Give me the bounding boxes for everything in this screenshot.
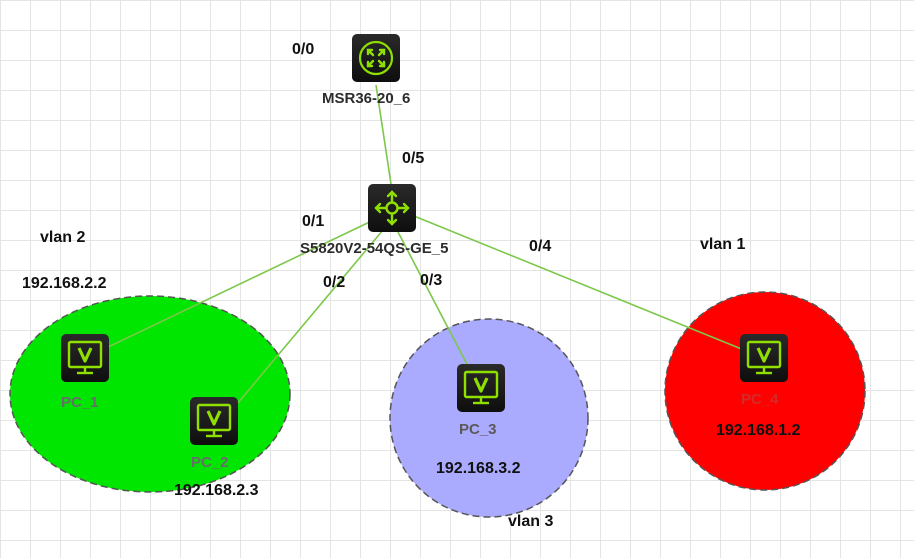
pc-icon [196,403,232,438]
switch-name: S5820V2-54QS-GE_5 [300,240,449,257]
pc-icon [746,340,782,375]
pc1-ip: 192.168.2.2 [22,275,107,292]
pc4-ip: 192.168.1.2 [716,422,801,439]
port-label-0-4: 0/4 [529,238,552,255]
pc1-device[interactable] [61,334,109,382]
router-icon [358,40,394,76]
port-label-0-2: 0/2 [323,274,346,291]
pc3-device[interactable] [457,364,505,412]
pc-icon [463,370,499,405]
router-name: MSR36-20_6 [322,90,411,107]
switch-icon [374,190,410,226]
switch-device[interactable] [368,184,416,232]
pc2-device[interactable] [190,397,238,445]
pc2-ip: 192.168.2.3 [174,482,259,499]
vlan2-label: vlan 2 [40,229,86,246]
pc2-name: PC_2 [191,454,229,471]
switch-uplink-port-label: 0/5 [402,150,425,167]
link-router-switch[interactable] [375,84,392,185]
pc4-name: PC_4 [741,391,779,408]
router-device[interactable] [352,34,400,82]
vlan2-zone[interactable] [9,295,291,493]
pc3-ip: 192.168.3.2 [436,460,521,477]
link-switch-pc2[interactable] [231,229,384,411]
port-label-0-1: 0/1 [302,213,325,230]
pc4-device[interactable] [740,334,788,382]
link-switch-pc3[interactable] [397,231,471,371]
pc1-name: PC_1 [61,394,99,411]
vlan3-label: vlan 3 [508,513,554,530]
pc3-name: PC_3 [459,421,497,438]
vlan1-label: vlan 1 [700,236,746,253]
pc-icon [67,340,103,375]
router-port-label: 0/0 [292,41,315,58]
vlan1-zone[interactable] [664,291,866,491]
link-switch-pc4[interactable] [413,215,745,351]
link-switch-pc1[interactable] [105,217,379,349]
port-label-0-3: 0/3 [420,272,443,289]
vlan3-zone[interactable] [389,318,589,518]
